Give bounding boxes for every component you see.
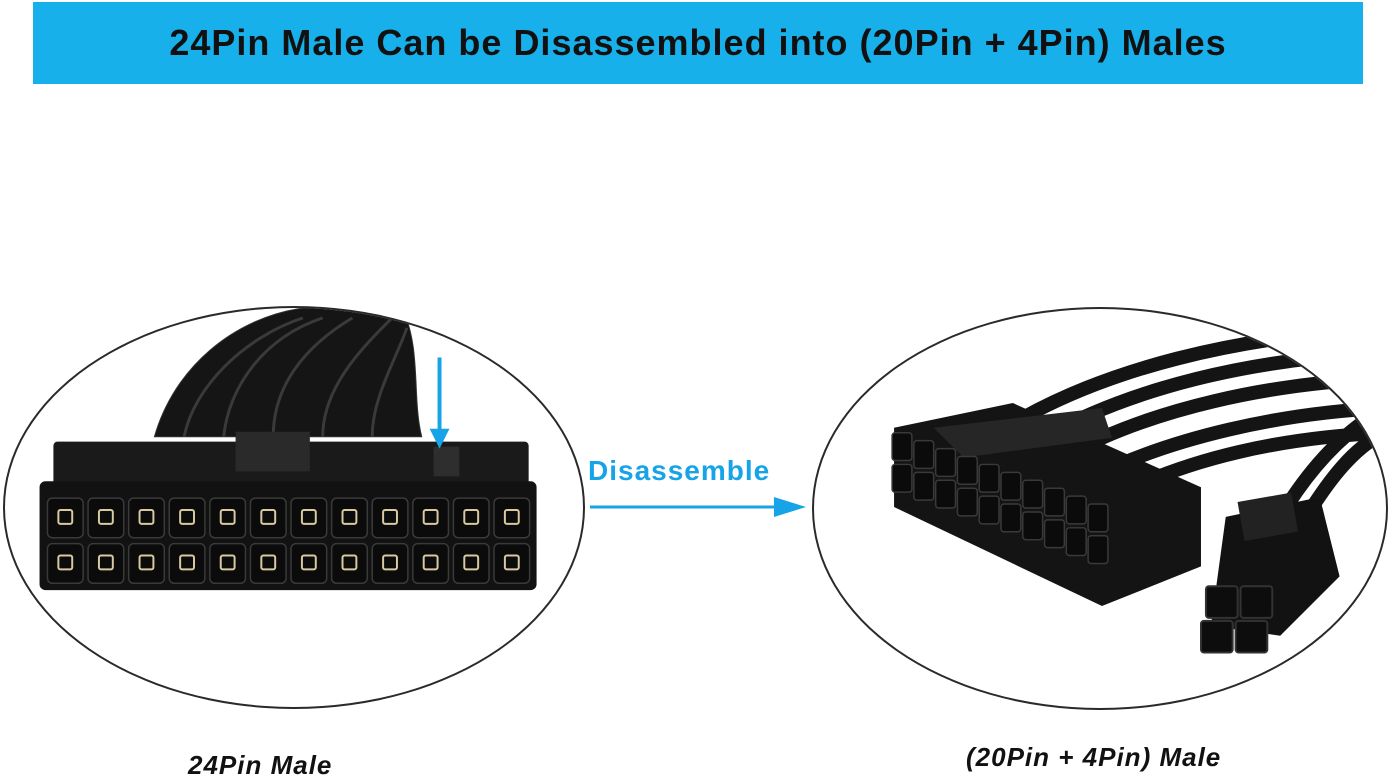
pin-socket	[249, 542, 287, 584]
pin-socket	[1022, 479, 1044, 509]
pin-terminal	[503, 508, 520, 525]
pin-socket	[249, 497, 287, 539]
pin-terminal	[463, 508, 480, 525]
pin-terminal	[97, 554, 114, 571]
pin-terminal	[57, 554, 74, 571]
pin-terminal	[300, 554, 317, 571]
pin-socket	[168, 542, 206, 584]
pin-socket	[371, 497, 409, 539]
pin-socket	[956, 487, 978, 517]
pin-socket	[1043, 487, 1066, 517]
arrow-right-icon	[590, 497, 806, 517]
pin-terminal	[260, 554, 277, 571]
pin-terminal	[138, 508, 155, 525]
pin-terminal	[503, 554, 520, 571]
pin-socket	[493, 542, 531, 584]
disassemble-label: Disassemble	[588, 455, 771, 486]
pin-socket	[290, 497, 328, 539]
pin-socket	[891, 463, 913, 493]
pin-terminal	[138, 554, 155, 571]
pin-socket	[493, 497, 531, 539]
pin-terminal	[382, 508, 398, 525]
pin-socket	[127, 542, 166, 584]
pin-terminal	[219, 508, 236, 525]
pin-terminal	[382, 554, 398, 571]
pin-socket	[412, 542, 450, 584]
connector-20plus4-photo	[812, 307, 1388, 710]
pin-socket	[1000, 503, 1022, 533]
pin-socket	[913, 439, 935, 470]
pin-socket	[452, 497, 490, 539]
pin-terminal	[341, 508, 358, 525]
pin-socket	[891, 432, 913, 462]
pin-socket	[978, 495, 1000, 525]
pin-socket	[1065, 495, 1087, 525]
pin-terminal	[97, 508, 114, 525]
pin-socket	[127, 497, 166, 539]
pin-terminal	[341, 554, 358, 571]
pin-terminal	[179, 508, 195, 525]
connector-24pin-photo	[3, 306, 585, 709]
pin-socket	[1043, 519, 1066, 549]
title-banner: 24Pin Male Can be Disassembled into (20P…	[33, 2, 1363, 84]
pin-terminal	[57, 508, 74, 525]
pin-socket	[87, 542, 125, 584]
connector-20plus4-illustration	[891, 321, 1386, 654]
pin-socket	[371, 542, 409, 584]
pin-terminal	[422, 508, 439, 525]
pin-socket	[209, 497, 247, 539]
pin-terminal	[300, 508, 317, 525]
pin-grid	[46, 497, 531, 584]
pin-socket	[913, 471, 935, 501]
pin-socket	[1000, 471, 1022, 501]
pin-socket	[1087, 503, 1109, 533]
connector-24pin-illustration	[39, 308, 537, 591]
pin-socket	[452, 542, 490, 584]
pin-terminal	[260, 508, 277, 525]
pin-socket	[934, 479, 957, 509]
pin-socket	[209, 542, 247, 584]
pin-socket	[168, 497, 206, 539]
pin-socket	[1087, 534, 1109, 565]
pin-terminal	[219, 554, 236, 571]
pin-terminal	[179, 554, 195, 571]
pin-socket	[46, 497, 84, 539]
pin-socket	[290, 542, 328, 584]
pin-socket	[934, 447, 957, 478]
pin-socket	[330, 497, 369, 539]
caption-20plus4pin: (20Pin + 4Pin) Male	[966, 742, 1222, 772]
caption-24pin: 24Pin Male	[188, 750, 333, 780]
pin-socket	[46, 542, 84, 584]
pin-terminal	[463, 554, 480, 571]
pin-socket	[978, 463, 1000, 493]
pin-socket	[1065, 527, 1087, 557]
pin-socket	[87, 497, 125, 539]
pin-grid-20	[891, 432, 1109, 565]
pin-socket	[956, 455, 978, 485]
pin-socket	[412, 497, 450, 539]
pin-socket	[1022, 511, 1044, 541]
banner-title: 24Pin Male Can be Disassembled into (20P…	[169, 22, 1227, 63]
pin-socket	[330, 542, 369, 584]
pin-terminal	[422, 554, 439, 571]
